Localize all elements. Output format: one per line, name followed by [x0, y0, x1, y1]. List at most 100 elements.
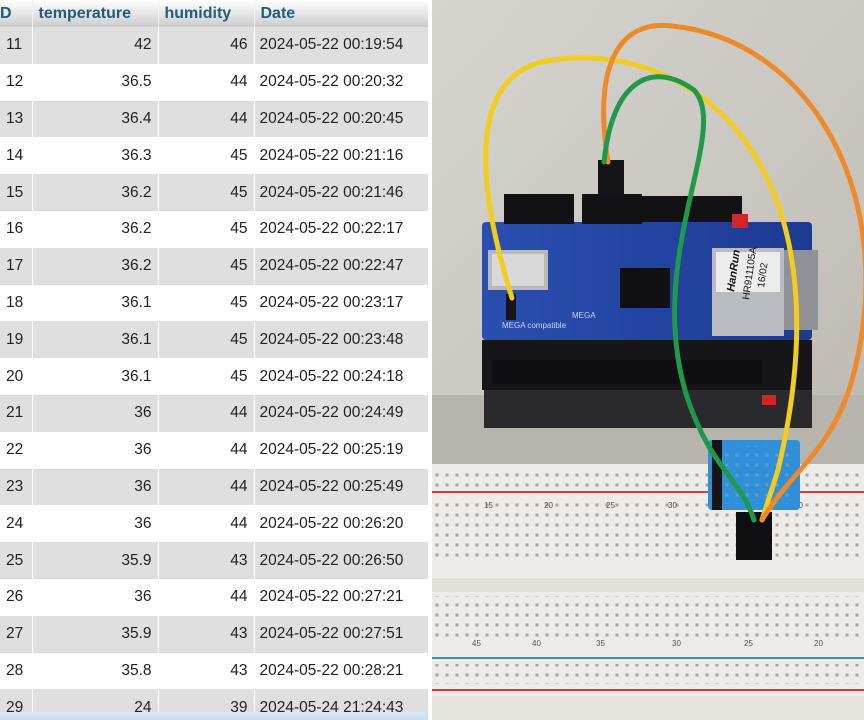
breadboard-number: 20 [544, 501, 553, 510]
cell-temperature: 36 [32, 431, 159, 469]
cell-temperature: 35.9 [32, 615, 159, 653]
sensor-data-table-panel: D temperature humidity Date 11 42 46 202… [0, 0, 428, 720]
table-row[interactable]: 15 36.2 45 2024-05-22 00:21:46 [0, 174, 428, 211]
orange-wire [601, 22, 864, 523]
table-row[interactable]: 16 36.2 45 2024-05-22 00:22:17 [0, 210, 428, 248]
cell-temperature: 36.1 [32, 284, 159, 322]
table-row[interactable]: 23 36 44 2024-05-22 00:25:49 [0, 468, 428, 506]
cell-id: 27 [0, 615, 33, 653]
cell-humidity: 44 [158, 505, 255, 543]
cell-id: 11 [0, 27, 33, 64]
column-header-id[interactable]: D [0, 0, 33, 27]
green-wire [601, 74, 757, 523]
cell-humidity: 45 [158, 247, 255, 285]
cell-date: 2024-05-22 00:22:17 [254, 210, 428, 248]
cell-humidity: 45 [158, 174, 255, 211]
cell-date: 2024-05-22 00:25:19 [254, 431, 428, 469]
cell-date: 2024-05-22 00:26:20 [254, 505, 428, 543]
cell-temperature: 36.2 [32, 210, 159, 248]
board-model-label: MEGA [572, 311, 596, 320]
cell-date: 2024-05-22 00:22:47 [254, 247, 428, 285]
cell-humidity: 44 [158, 100, 255, 138]
cell-humidity: 45 [158, 137, 255, 175]
cell-humidity: 44 [158, 394, 255, 432]
cell-date: 2024-05-22 00:24:18 [254, 358, 428, 395]
yellow-wire [483, 55, 800, 523]
jumper-wires [483, 22, 864, 523]
cell-date: 2024-05-22 00:24:49 [254, 394, 428, 432]
cell-temperature: 36.1 [32, 321, 159, 359]
table-row[interactable]: 26 36 44 2024-05-22 00:27:21 [0, 578, 428, 616]
cell-humidity: 45 [158, 321, 255, 359]
cell-date: 2024-05-22 00:23:48 [254, 321, 428, 359]
table-header-row: D temperature humidity Date [0, 0, 428, 27]
cell-temperature: 35.9 [32, 542, 159, 579]
table-row[interactable]: 13 36.4 44 2024-05-22 00:20:45 [0, 100, 428, 138]
cell-id: 18 [0, 284, 33, 322]
breadboard-number: 25 [606, 501, 615, 510]
cell-id: 12 [0, 63, 33, 101]
cell-date: 2024-05-22 00:21:46 [254, 174, 428, 211]
cell-temperature: 36 [32, 578, 159, 616]
table-row[interactable]: 11 42 46 2024-05-22 00:19:54 [0, 27, 428, 64]
cell-temperature: 36.2 [32, 247, 159, 285]
cell-date: 2024-05-22 00:26:50 [254, 542, 428, 579]
cell-id: 26 [0, 578, 33, 616]
cell-temperature: 36.5 [32, 63, 159, 101]
cell-humidity: 43 [158, 542, 255, 579]
column-header-temperature[interactable]: temperature [32, 0, 159, 27]
table-row[interactable]: 21 36 44 2024-05-22 00:24:49 [0, 394, 428, 432]
cell-temperature: 36.3 [32, 137, 159, 175]
column-header-humidity[interactable]: humidity [158, 0, 255, 27]
arduino-board-stack: HanRun HR911105A 16/02 MEGA compatible M… [482, 160, 818, 428]
cell-id: 28 [0, 652, 33, 690]
cell-temperature: 36 [32, 505, 159, 543]
cell-humidity: 44 [158, 578, 255, 616]
cell-temperature: 35.8 [32, 652, 159, 690]
cell-id: 15 [0, 174, 33, 211]
cell-id: 17 [0, 247, 33, 285]
cell-date: 2024-05-22 00:27:51 [254, 615, 428, 653]
sensor-data-table: D temperature humidity Date 11 42 46 202… [0, 0, 428, 720]
cell-temperature: 36 [32, 394, 159, 432]
cell-humidity: 44 [158, 63, 255, 101]
cell-date: 2024-05-22 00:23:17 [254, 284, 428, 322]
breadboard-number: 30 [672, 639, 681, 648]
cell-id: 14 [0, 137, 33, 175]
table-row[interactable]: 19 36.1 45 2024-05-22 00:23:48 [0, 321, 428, 359]
cell-id: 22 [0, 431, 33, 469]
ethernet-jack-brand: HanRun [725, 249, 743, 293]
cell-date: 2024-05-22 00:28:21 [254, 652, 428, 690]
table-row[interactable]: 17 36.2 45 2024-05-22 00:22:47 [0, 247, 428, 285]
table-row[interactable]: 12 36.5 44 2024-05-22 00:20:32 [0, 63, 428, 101]
cell-date: 2024-05-22 00:20:32 [254, 63, 428, 101]
cell-date: 2024-05-22 00:21:16 [254, 137, 428, 175]
table-row[interactable]: 28 35.8 43 2024-05-22 00:28:21 [0, 652, 428, 690]
cell-humidity: 45 [158, 284, 255, 322]
cell-humidity: 44 [158, 468, 255, 506]
table-row[interactable]: 14 36.3 45 2024-05-22 00:21:16 [0, 137, 428, 175]
table-row[interactable]: 27 35.9 43 2024-05-22 00:27:51 [0, 615, 428, 653]
cell-date: 2024-05-22 00:27:21 [254, 578, 428, 616]
breadboard-number: 20 [814, 639, 823, 648]
cell-id: 20 [0, 358, 33, 395]
hardware-photo: HanRun HR911105A 16/02 MEGA compatible M… [432, 0, 864, 720]
cell-id: 19 [0, 321, 33, 359]
cell-id: 24 [0, 505, 33, 543]
cell-date: 2024-05-22 00:25:49 [254, 468, 428, 506]
cell-humidity: 43 [158, 615, 255, 653]
table-row[interactable]: 24 36 44 2024-05-22 00:26:20 [0, 505, 428, 543]
column-header-date[interactable]: Date [254, 0, 428, 27]
breadboard-number: 30 [668, 501, 677, 510]
table-row[interactable]: 22 36 44 2024-05-22 00:25:19 [0, 431, 428, 469]
cell-id: 21 [0, 394, 33, 432]
cell-temperature: 36 [32, 468, 159, 506]
cell-temperature: 36.4 [32, 100, 159, 138]
table-row[interactable]: 20 36.1 45 2024-05-22 00:24:18 [0, 358, 428, 395]
horizontal-scrollbar[interactable] [0, 712, 428, 720]
board-label: MEGA compatible [502, 321, 567, 330]
cell-id: 23 [0, 468, 33, 506]
breadboard-number: 45 [472, 639, 481, 648]
table-row[interactable]: 18 36.1 45 2024-05-22 00:23:17 [0, 284, 428, 322]
table-row[interactable]: 25 35.9 43 2024-05-22 00:26:50 [0, 542, 428, 579]
